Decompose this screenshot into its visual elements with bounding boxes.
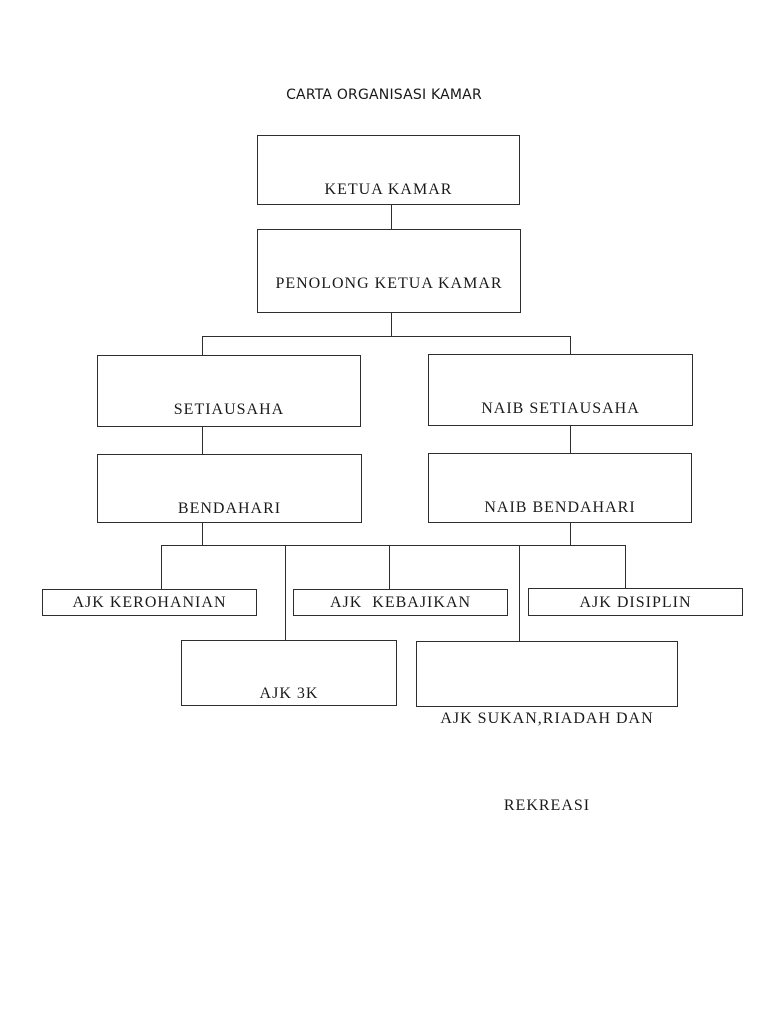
org-node-label: BENDAHARI bbox=[177, 500, 282, 517]
org-node-label: AJK DISIPLIN bbox=[579, 593, 692, 611]
org-node-label: AJK KEBAJIKAN bbox=[329, 594, 472, 611]
connector-setiausaha-to-bendahari bbox=[202, 427, 203, 454]
connector-ajk-horizontal bbox=[161, 545, 626, 546]
org-node-label: AJK 3K bbox=[259, 685, 319, 702]
org-node-ajk-sukan-riadah-rekreasi: AJK SUKAN,RIADAH DAN REKREASI bbox=[416, 641, 678, 814]
org-node-label: NAIB SETIAUSAHA bbox=[481, 400, 640, 417]
connector-to-setiausaha bbox=[202, 336, 203, 355]
org-node-ajk-3k: AJK 3K bbox=[181, 640, 397, 706]
org-node-bendahari: BENDAHARI bbox=[97, 454, 362, 523]
org-node-setiausaha: SETIAUSAHA bbox=[97, 355, 361, 427]
org-node-ketua-kamar: KETUA KAMAR bbox=[257, 135, 520, 205]
connector-naibbendahari-down bbox=[570, 523, 571, 546]
connector-to-ajk-3k bbox=[285, 545, 286, 640]
connector-to-ajk-sukan bbox=[519, 545, 520, 641]
connector-penolong-down bbox=[391, 313, 392, 337]
connector-to-ajk-kerohanian bbox=[161, 545, 162, 589]
org-node-ajk-disiplin: AJK DISIPLIN bbox=[528, 588, 743, 616]
connector-bendahari-down bbox=[202, 523, 203, 546]
org-node-label: PENOLONG KETUA KAMAR bbox=[275, 275, 503, 292]
connector-to-naib-setiausaha bbox=[570, 336, 571, 354]
org-node-label: SETIAUSAHA bbox=[173, 401, 285, 418]
org-node-ajk-kebajikan: AJK KEBAJIKAN bbox=[293, 589, 508, 616]
org-node-label: AJK KEROHANIAN bbox=[72, 594, 227, 611]
org-node-ajk-kerohanian: AJK KEROHANIAN bbox=[42, 589, 257, 616]
org-node-naib-setiausaha: NAIB SETIAUSAHA bbox=[428, 354, 693, 426]
org-node-penolong-ketua-kamar: PENOLONG KETUA KAMAR bbox=[257, 229, 521, 313]
org-node-label-line2: REKREASI bbox=[503, 797, 591, 814]
connector-row3-horizontal bbox=[202, 336, 571, 337]
org-node-naib-bendahari: NAIB BENDAHARI bbox=[428, 453, 692, 523]
connector-naibsetiausaha-to-naibbendahari bbox=[570, 426, 571, 453]
connector-to-ajk-disiplin bbox=[625, 545, 626, 588]
connector-to-ajk-kebajikan bbox=[389, 545, 390, 589]
org-node-label: NAIB BENDAHARI bbox=[484, 499, 636, 516]
connector-ketua-to-penolong bbox=[391, 205, 392, 229]
page-title: CARTA ORGANISASI KAMAR bbox=[286, 87, 482, 103]
org-node-label-line1: AJK SUKAN,RIADAH DAN bbox=[440, 710, 654, 727]
org-node-label: KETUA KAMAR bbox=[324, 181, 453, 198]
